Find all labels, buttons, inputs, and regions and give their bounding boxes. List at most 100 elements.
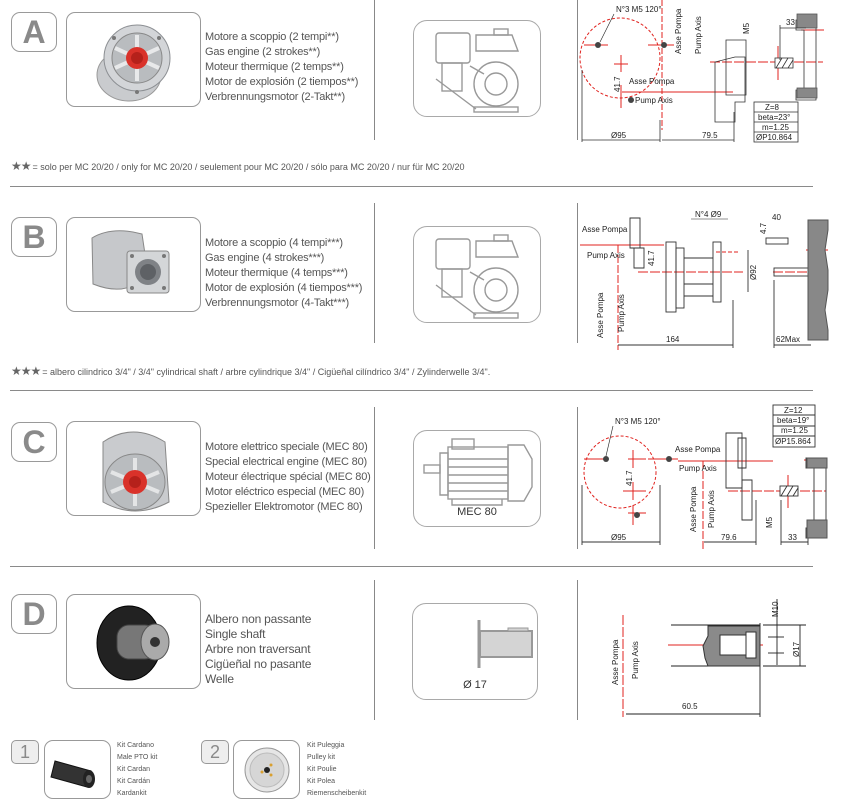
engine-wall xyxy=(807,219,829,341)
desc-line-de: Verbrennungsmotor (4-Takt***) xyxy=(205,297,349,309)
shaft-diameter-label: Ø 17 xyxy=(463,679,487,691)
shaft-length-dim: 33 xyxy=(786,18,795,27)
kit-line-es: Kit Polea xyxy=(307,778,336,785)
spline-module: m=1.25 xyxy=(762,123,789,132)
kit-line-fr: Kit Poulie xyxy=(307,766,337,773)
thread-dim: M5 xyxy=(742,22,751,34)
hole-note: N°3 M5 120° xyxy=(616,5,662,14)
spline-teeth: Z=12 xyxy=(784,406,803,415)
spline-teeth: Z=8 xyxy=(765,103,780,112)
divider xyxy=(374,407,375,549)
gas-engine-icon xyxy=(435,28,520,113)
product-photo-c xyxy=(66,421,201,516)
flange-diameter-dim: Ø95 xyxy=(611,131,627,140)
kit-line-it: Kit Cardano xyxy=(117,742,154,749)
section-separator xyxy=(10,566,813,567)
key-height-dim: 4.7 xyxy=(759,222,768,234)
kit-description-2: Kit Puleggia Pulley kit Kit Poulie Kit P… xyxy=(307,740,366,800)
gearbox-electric-photo-icon xyxy=(102,431,170,512)
desc-line-de: Spezieller Elektromotor (MEC 80) xyxy=(205,501,363,513)
offset-dim: 41.7 xyxy=(647,250,656,266)
divider xyxy=(374,203,375,343)
thread-dim: M5 xyxy=(765,516,774,528)
desc-line-en: Special electrical engine (MEC 80) xyxy=(205,456,367,468)
desc-line-fr: Moteur thermique (2 temps**) xyxy=(205,61,344,73)
section-letter: A xyxy=(11,12,57,52)
gearbox-square-flange-photo-icon xyxy=(91,230,170,294)
desc-line-en: Single shaft xyxy=(205,627,266,641)
axis-label-it: Asse Pompa xyxy=(582,225,628,234)
electric-motor-icon xyxy=(423,438,533,506)
gas-engine-icon xyxy=(435,234,520,319)
description-a: Motore a scoppio (2 tempi**) Gas engine … xyxy=(205,30,358,105)
dimension-drawing-d: Asse Pompa Pump Axis M10 Ø17 60.5 xyxy=(611,599,806,717)
flange-diameter-dim: Ø95 xyxy=(611,533,627,542)
section-letter: B xyxy=(11,217,57,257)
axis-label-it: Asse Pompa xyxy=(629,77,675,86)
axis-label-en-vertical: Pump Axis xyxy=(631,641,640,679)
axis-label-en: Pump Axis xyxy=(587,251,625,260)
note-text: = albero cilindrico 3/4" / 3/4" cylindri… xyxy=(42,367,491,377)
axis-label-it: Asse Pompa xyxy=(675,445,721,454)
divider xyxy=(577,407,578,549)
desc-line-es: Cigüeñal no pasante xyxy=(205,657,312,671)
kit-number: 2 xyxy=(201,740,229,764)
kit-line-de: Riemenscheibenkit xyxy=(307,790,367,797)
description-d: Albero non passante Single shaft Arbre n… xyxy=(205,612,311,687)
male-pto-icon xyxy=(50,760,95,788)
offset-dim: 41.7 xyxy=(625,470,634,486)
kit-photo-pulley xyxy=(233,740,300,799)
dimension-drawing-c: N°3 M5 120° Asse Pompa Pump Axis 41.7 As… xyxy=(581,404,828,550)
kit-line-fr: Kit Cardan xyxy=(117,766,151,773)
shaft-diameter-dim: Ø17 xyxy=(792,641,801,657)
desc-line-es: Motor de explosión (4 tiempos***) xyxy=(205,282,363,294)
product-photo-d xyxy=(66,594,201,689)
axis-label-it-vertical: Asse Pompa xyxy=(611,639,620,685)
double-star-icon: ★★ xyxy=(11,159,31,173)
hole-note: N°4 Ø9 xyxy=(695,210,722,219)
divider xyxy=(577,203,578,343)
bolt-circle xyxy=(583,435,657,509)
product-photo-b xyxy=(66,217,201,312)
axis-label-it-vertical: Asse Pompa xyxy=(689,486,698,532)
divider xyxy=(577,0,578,140)
desc-line-it: Albero non passante xyxy=(205,612,312,626)
section-letter: C xyxy=(11,422,57,462)
gearbox-flange-photo-icon xyxy=(96,24,171,102)
length-dim: 164 xyxy=(666,335,680,344)
note-double-star: ★★= solo per MC 20/20 / only for MC 20/2… xyxy=(11,159,464,173)
kit-line-en: Male PTO kit xyxy=(117,754,158,761)
shaft-length-dim: 62Max xyxy=(776,335,800,344)
axis-label-en: Pump Axis xyxy=(679,464,717,473)
divider xyxy=(577,580,578,720)
dimension-drawing-a: N°3 M5 120° Asse Pompa Pump Axis 41.7 As… xyxy=(579,0,824,143)
dimension-drawing-b: Asse Pompa Pump Axis 41.7 N°4 Ø9 Ø92 4.7… xyxy=(580,210,829,350)
spline-pitch-diameter: ØP15.864 xyxy=(775,437,812,446)
length-dim: 79.6 xyxy=(721,533,737,542)
desc-line-en: Gas engine (4 strokes***) xyxy=(205,252,325,264)
engine-icon-box-b xyxy=(413,226,541,323)
shaft-length-dim: 33 xyxy=(788,533,797,542)
desc-line-de: Verbrennungsmotor (2-Takt**) xyxy=(205,91,345,103)
desc-line-it: Motore a scoppio (2 tempi**) xyxy=(205,31,339,43)
length-dim: 60.5 xyxy=(682,702,698,711)
kit-line-it: Kit Puleggia xyxy=(307,742,345,749)
desc-line-fr: Arbre non traversant xyxy=(205,642,311,656)
divider xyxy=(374,0,375,140)
section-letter: D xyxy=(11,594,57,634)
kit-description-1: Kit Cardano Male PTO kit Kit Cardan Kit … xyxy=(117,740,157,800)
motor-icon-box-c: MEC 80 xyxy=(413,430,541,527)
thread-dim: M10 xyxy=(771,601,780,617)
axis-label-en-vertical: Pump Axis xyxy=(707,490,716,528)
desc-line-es: Motor de explosión (2 tiempos**) xyxy=(205,76,359,88)
spline-pitch-diameter: ØP10.864 xyxy=(756,133,793,142)
description-b: Motore a scoppio (4 tempi***) Gas engine… xyxy=(205,236,362,311)
triple-star-icon: ★★★ xyxy=(11,364,41,378)
bolt-circle xyxy=(579,17,661,99)
engine-icon-box-a xyxy=(413,20,541,117)
offset-dim: 41.7 xyxy=(613,76,622,92)
axis-label-en-vertical: Pump Axis xyxy=(617,294,626,332)
flange-diameter-dim: Ø92 xyxy=(749,264,758,280)
motor-size-label: MEC 80 xyxy=(457,506,497,518)
spline-beta: beta=23° xyxy=(758,113,790,122)
